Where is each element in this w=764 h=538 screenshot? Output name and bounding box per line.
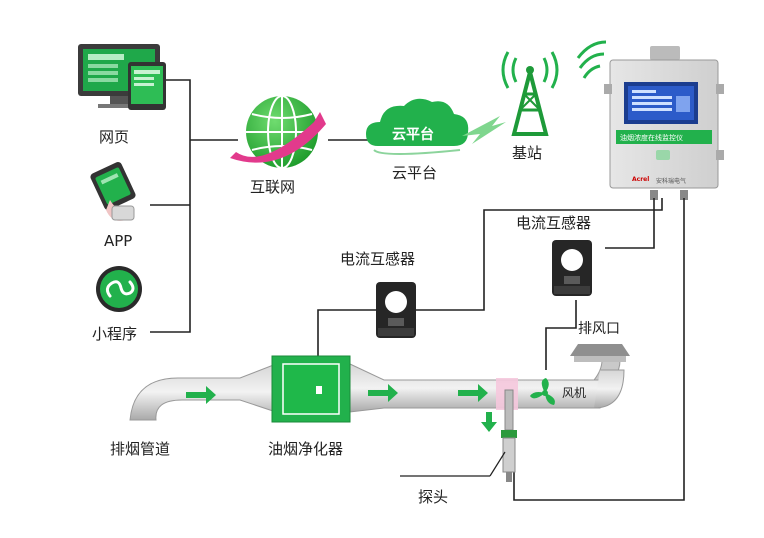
probe-sensor xyxy=(400,389,517,482)
probe-label: 探头 xyxy=(418,488,449,506)
device-brand: Acrel xyxy=(632,176,650,183)
internet-label: 互联网 xyxy=(250,178,296,196)
current-transformer-left-icon xyxy=(376,282,416,338)
cloud-badge-label: 云平台 xyxy=(392,127,434,143)
device-panel-title: 油烟浓度在线监控仪 xyxy=(620,134,683,142)
wireless-link-icon xyxy=(462,116,506,144)
current-transformer-right-icon xyxy=(552,240,592,296)
internet-globe-icon xyxy=(230,95,326,169)
purifier-unit xyxy=(271,355,351,423)
fan-icon xyxy=(530,378,555,405)
phone-icon xyxy=(90,162,136,221)
purifier-label: 油烟净化器 xyxy=(268,440,344,458)
fan-label: 风机 xyxy=(562,386,587,400)
computer-icon xyxy=(78,44,166,110)
current-transformer-left-label: 电流互感器 xyxy=(340,250,416,268)
monitoring-device xyxy=(604,46,724,200)
wifi-signal-icon xyxy=(576,40,607,79)
mini-program-label: 小程序 xyxy=(92,325,138,343)
cloud-icon xyxy=(366,98,469,155)
base-station-tower-icon xyxy=(501,51,559,136)
current-transformer-right-label: 电流互感器 xyxy=(516,214,592,232)
exhaust-outlet-label: 排风口 xyxy=(578,321,620,337)
exhaust-duct xyxy=(129,344,630,421)
device-brand-cn: 安科瑞电气 xyxy=(656,178,687,185)
airflow-arrows xyxy=(186,384,497,432)
web-client-label: 网页 xyxy=(99,128,130,146)
client-connectors xyxy=(150,79,368,333)
exhaust-pipe-label: 排烟管道 xyxy=(110,440,171,458)
mini-program-icon xyxy=(96,266,142,312)
device-wiring xyxy=(317,198,685,501)
app-client-label: APP xyxy=(104,232,133,250)
base-station-label: 基站 xyxy=(512,144,543,162)
cloud-platform-label: 云平台 xyxy=(392,164,438,182)
